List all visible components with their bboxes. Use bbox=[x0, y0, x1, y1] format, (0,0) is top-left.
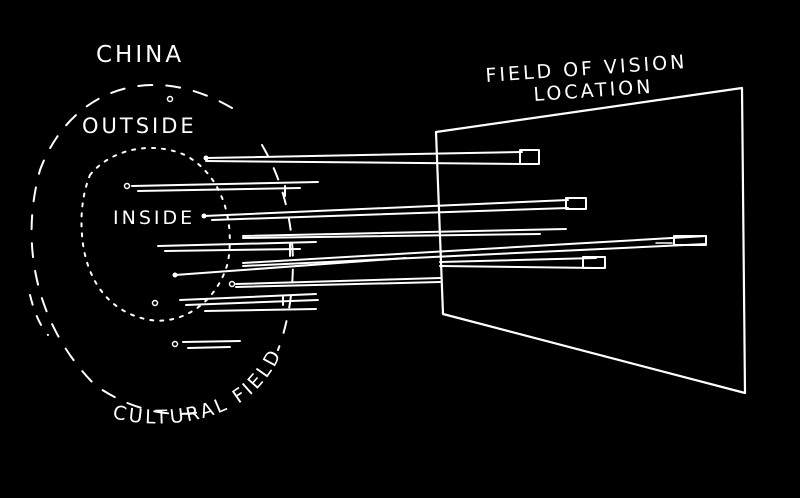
field-of-vision-frame bbox=[434, 86, 747, 395]
sight-line bbox=[242, 228, 567, 239]
sight-line bbox=[203, 149, 540, 165]
sight-line bbox=[228, 277, 441, 288]
outer-dashed-boundary bbox=[29, 84, 233, 415]
label-china: CHINA bbox=[96, 42, 184, 68]
sight-line bbox=[172, 256, 606, 278]
sight-line bbox=[123, 181, 319, 192]
sight-line bbox=[157, 241, 317, 252]
label-cultural-field-text: CULTURAL FIELD bbox=[111, 344, 284, 428]
sight-line bbox=[179, 293, 319, 306]
sight-line bbox=[242, 235, 707, 267]
sight-line bbox=[204, 308, 317, 312]
inner-dashed-boundary bbox=[80, 147, 231, 322]
cultural-field-boundary bbox=[261, 144, 294, 351]
sight-lines bbox=[123, 149, 707, 349]
label-inside: INSIDE bbox=[113, 207, 195, 229]
tick-marks bbox=[151, 95, 291, 307]
sight-line bbox=[171, 340, 241, 349]
label-outside: OUTSIDE bbox=[82, 114, 197, 138]
label-cultural-field: CULTURAL FIELD bbox=[111, 344, 287, 428]
sight-line bbox=[201, 197, 587, 221]
